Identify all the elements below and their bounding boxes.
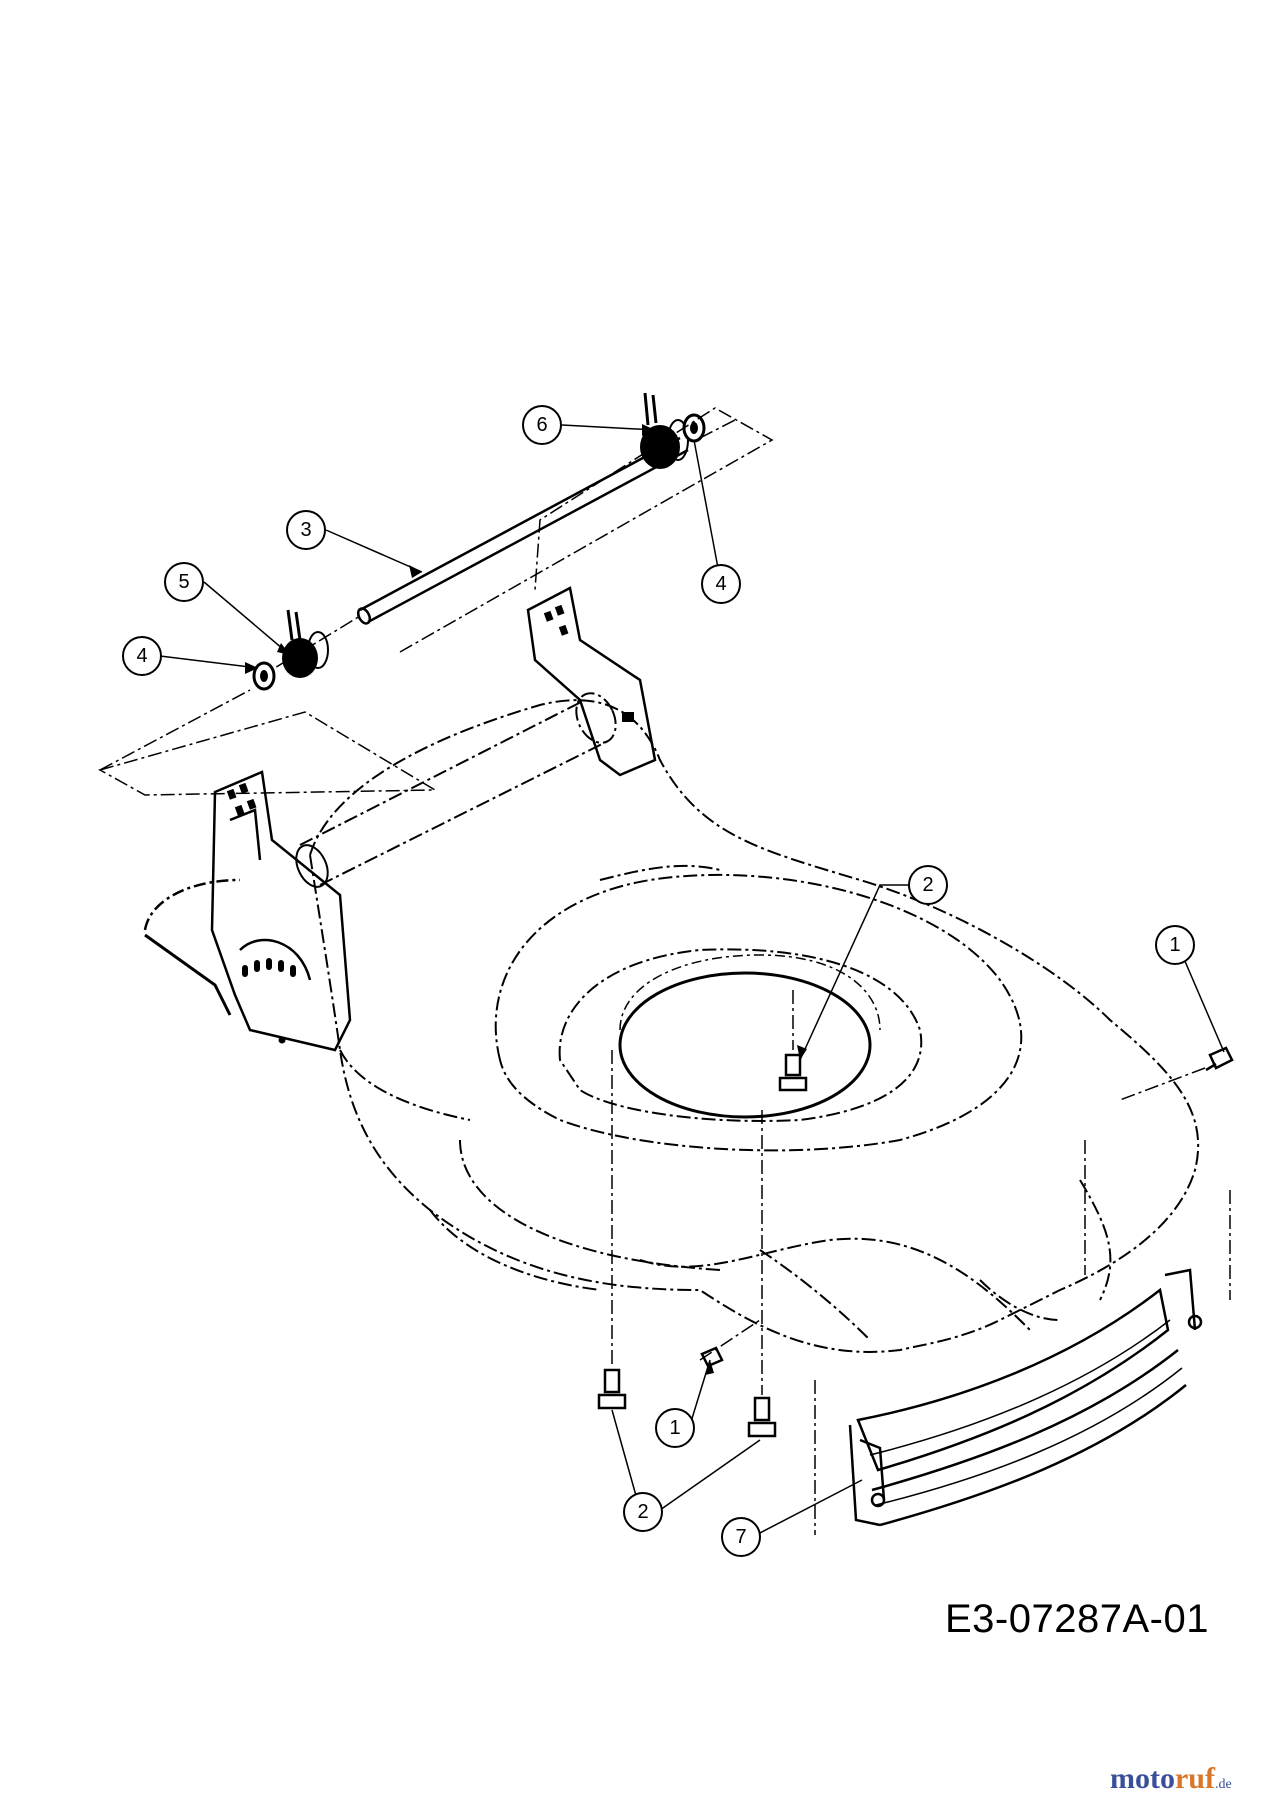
- callout-2-top: 2: [908, 865, 948, 905]
- callout-2-bottom: 2: [623, 1492, 663, 1532]
- bolt-bottom-left: [597, 1368, 627, 1410]
- deck-blade-opening: [618, 971, 872, 1119]
- callout-1-right: 1: [1155, 925, 1195, 965]
- svg-text:4: 4: [136, 645, 147, 667]
- bushing-left: [252, 661, 276, 691]
- svg-text:7: 7: [735, 1526, 746, 1548]
- right-height-adjust-bracket: [526, 586, 657, 777]
- axle-rod: [356, 436, 689, 625]
- svg-text:6: 6: [536, 414, 547, 436]
- callout-7: 7: [721, 1517, 761, 1557]
- watermark-part-2: ruf: [1174, 1762, 1215, 1795]
- callout-3: 3: [286, 510, 326, 550]
- assembly-plane-lines: [98, 407, 774, 796]
- bolt-alignment-lines: [611, 990, 1206, 1395]
- callout-5: 5: [164, 562, 204, 602]
- left-height-adjust-bracket: [143, 770, 352, 1052]
- drawing-code: E3-07287A-01: [945, 1597, 1209, 1641]
- flap-mount-lines: [814, 1140, 1231, 1535]
- callout-4-left: 4: [122, 636, 162, 676]
- left-bracket-holes: [226, 782, 296, 1044]
- svg-text:2: 2: [922, 874, 933, 896]
- bolt-top: [778, 1053, 808, 1092]
- screw-bottom: [700, 1346, 724, 1368]
- svg-text:1: 1: [669, 1417, 680, 1439]
- svg-text:2: 2: [637, 1501, 648, 1523]
- deck-opening-rim: [619, 954, 881, 1031]
- svg-text:3: 3: [300, 519, 311, 541]
- callout-1-bottom: 1: [655, 1408, 695, 1448]
- leader-arrowheads: [245, 424, 807, 1375]
- svg-text:4: 4: [715, 573, 726, 595]
- rear-axle-housing: [295, 692, 617, 888]
- screw-right: [1205, 1046, 1234, 1072]
- motoruf-watermark-logo: motoruf.de: [1110, 1762, 1232, 1796]
- callout-6: 6: [522, 405, 562, 445]
- bushing-right: [682, 413, 706, 443]
- watermark-part-1: moto: [1110, 1762, 1175, 1795]
- torsion-spring-right: [640, 392, 689, 469]
- svg-text:1: 1: [1169, 934, 1180, 956]
- right-bracket-holes: [543, 604, 634, 722]
- rear-deflector-flap: [848, 1268, 1203, 1527]
- torsion-spring-left: [282, 609, 329, 678]
- mower-deck-outline: [308, 699, 1200, 1353]
- leader-lines: [159, 424, 1225, 1536]
- bolt-bottom-right: [747, 1396, 777, 1438]
- callout-4-right: 4: [701, 564, 741, 604]
- svg-text:5: 5: [178, 571, 189, 593]
- watermark-part-3: .de: [1214, 1777, 1232, 1792]
